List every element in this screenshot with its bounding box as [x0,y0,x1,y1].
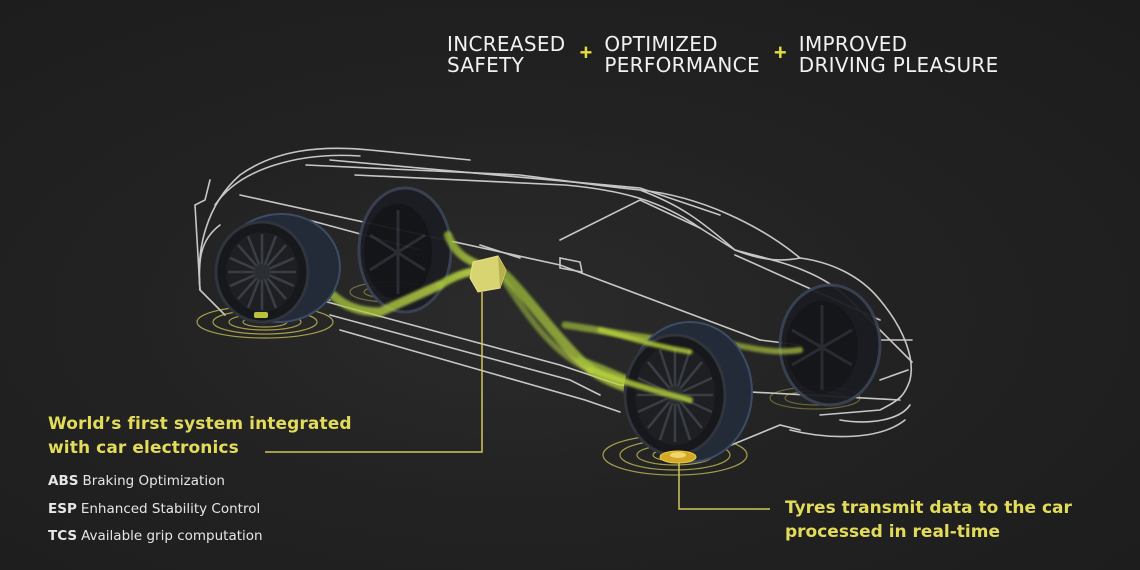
feature-text: Braking Optimization [82,473,225,489]
callout-leaders [265,292,770,510]
benefits-header: INCREASED SAFETY + OPTIMIZED PERFORMANCE… [447,34,999,76]
callout-title: World’s first system integrated with car… [48,414,352,458]
feature-abbr: ESP [48,500,77,517]
tyre-rear-left [214,212,341,324]
feature-abbr: ABS [48,473,79,489]
feature-text: Enhanced Stability Control [80,500,261,517]
system-integration-callout: World’s first system integrated with car… [48,412,352,551]
tyre-rear-right [357,186,453,314]
plus-icon: + [579,40,593,65]
tyre-front-right [778,283,882,407]
feature-abbr: TCS [48,528,78,544]
benefit-driving-pleasure: IMPROVED DRIVING PLEASURE [798,32,999,77]
benefit-safety: INCREASED SAFETY [447,32,566,77]
tyre-data-callout: Tyres transmit data to the car processed… [785,498,1072,542]
feature-text: Available grip computation [81,528,263,544]
plus-icon: + [773,40,787,65]
ecu-unit [469,255,507,293]
benefit-performance: OPTIMIZED PERFORMANCE [604,32,760,77]
